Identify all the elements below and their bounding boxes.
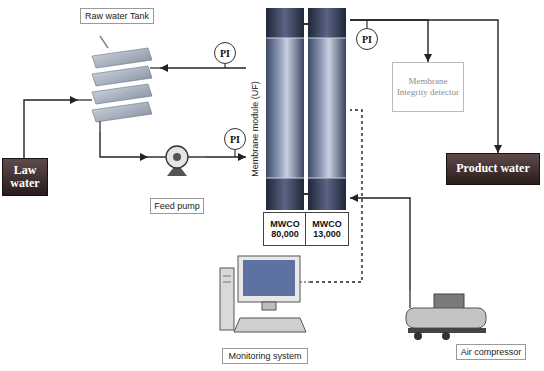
- pipe-connector: [24, 100, 78, 158]
- module-label: Membrane module (UF): [250, 79, 260, 179]
- box-text: Product water: [456, 162, 529, 175]
- box-text: Law water: [6, 164, 44, 190]
- membrane-module: Membrane module (UF): [246, 8, 350, 210]
- pipe-connector: [206, 156, 246, 157]
- mwco-box: MWCO 13,000: [305, 212, 349, 246]
- pipe-connector: [350, 20, 498, 153]
- box-text: MWCO 80,000: [266, 219, 304, 240]
- box-text: Membrane Integrity detector: [396, 76, 460, 98]
- box-text: PI: [230, 134, 240, 145]
- pipe-connector: [350, 20, 428, 62]
- computer-illustration: [220, 256, 310, 332]
- pressure-gauge: PI: [224, 128, 246, 150]
- pipe-connector: [310, 110, 362, 282]
- box-text: PI: [220, 48, 230, 59]
- pipe-connector: [100, 132, 148, 157]
- pump-node: Feed pump: [148, 136, 206, 216]
- monitor-node: Monitoring system: [218, 250, 310, 366]
- tank-illustration: [78, 36, 160, 132]
- terminal-box: Product water: [446, 153, 540, 185]
- pressure-gauge: PI: [356, 28, 378, 50]
- membrane-cylinders: [266, 8, 346, 210]
- box-text: PI: [362, 34, 372, 45]
- part-label: Raw water Tank: [80, 8, 154, 24]
- pipe-connector: [160, 67, 246, 68]
- pipe-connector: [350, 198, 410, 290]
- terminal-box: Law water: [2, 158, 48, 196]
- mwco-box: MWCO 80,000: [263, 212, 307, 246]
- pump-symbol: [148, 146, 206, 176]
- compressor-node: Air compressor: [404, 290, 528, 362]
- tank-node: Raw water Tank: [78, 6, 160, 132]
- part-label: Air compressor: [456, 344, 526, 360]
- box-text: MWCO 13,000: [308, 219, 346, 240]
- part-label: Feed pump: [150, 198, 204, 214]
- pressure-gauge: PI: [214, 42, 236, 64]
- compressor-illustration: [406, 290, 486, 340]
- detector-box: Membrane Integrity detector: [392, 62, 464, 112]
- part-label: Monitoring system: [222, 348, 308, 364]
